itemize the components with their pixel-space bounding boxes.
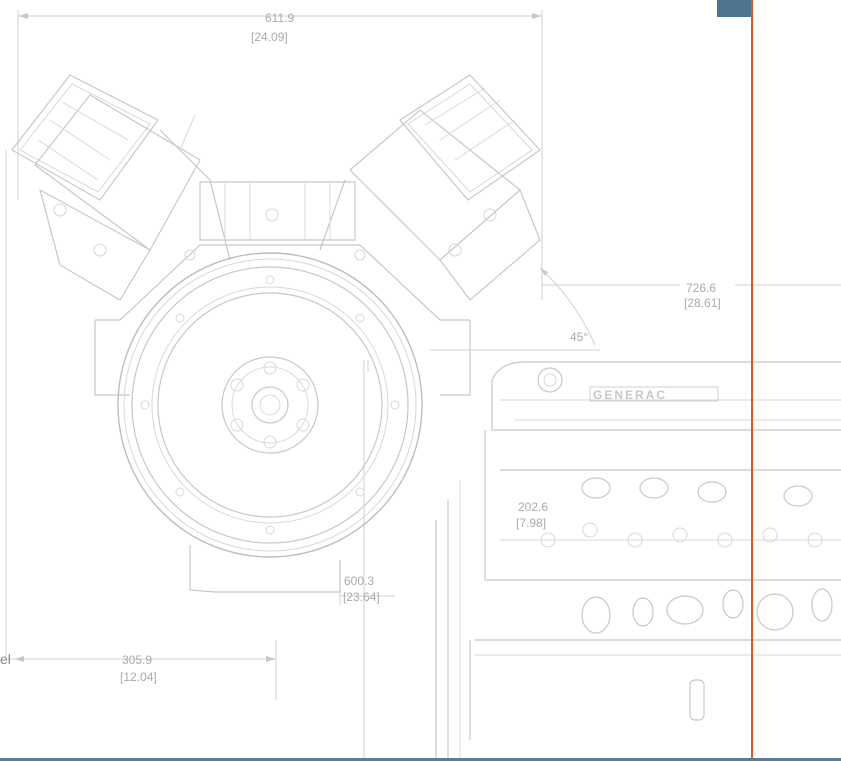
dimension-labels: 611.9 [24.09] 726.6 [28.61] 45° 600.3 [2… (120, 11, 721, 684)
dimension-lines (5, 10, 841, 761)
dim-deck: 202.6 (518, 500, 548, 514)
flywheel (117, 252, 423, 558)
dim-deck-in: [7.98] (516, 516, 546, 530)
right-cylinder-head (319, 74, 541, 301)
engine-side-view: GENERAC (435, 361, 841, 761)
brand-label: GENERAC (593, 388, 667, 402)
dim-top-width-in: [24.09] (251, 30, 288, 44)
dim-height: 600.3 (344, 574, 374, 588)
dim-top-width: 611.9 (265, 11, 294, 25)
dim-side-length-in: [28.61] (684, 296, 721, 310)
header-tab[interactable] (717, 0, 752, 17)
engine-block-front (94, 181, 471, 593)
dim-half-width-in: [12.04] (120, 670, 157, 684)
left-cylinder-head (11, 74, 231, 301)
bottom-bar (0, 758, 841, 761)
dim-side-length: 726.6 (686, 281, 716, 295)
dim-height-in: [23.64] (343, 590, 380, 604)
accent-divider (751, 0, 753, 761)
edge-label: el (0, 651, 11, 667)
dim-angle: 45° (570, 330, 588, 344)
dim-half-width: 305.9 (122, 653, 152, 667)
